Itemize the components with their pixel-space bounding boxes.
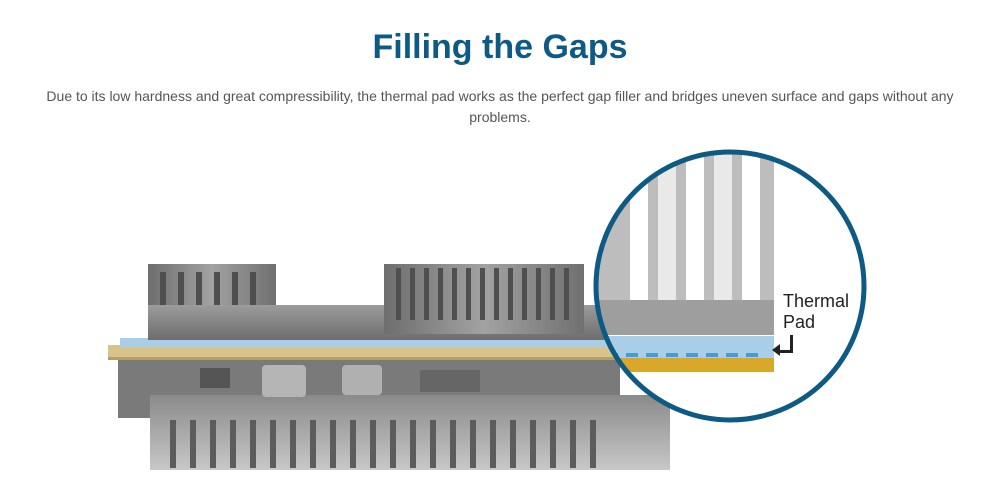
callout-line-1: Thermal (783, 291, 850, 311)
callout-line-2: Pad (783, 312, 816, 332)
heatsink-right (384, 264, 584, 334)
arrow-icon (772, 335, 793, 356)
thermal-pad-layer (120, 338, 620, 347)
lower-cooler (118, 358, 670, 470)
heatsink-illustration (108, 149, 867, 470)
page-description: Due to its low hardness and great compre… (46, 88, 954, 125)
page-title: Filling the Gaps (372, 28, 628, 66)
pcb-board (108, 345, 628, 359)
zoom-callout (593, 149, 867, 423)
thermal-pad-callout: Thermal Pad (783, 291, 849, 333)
